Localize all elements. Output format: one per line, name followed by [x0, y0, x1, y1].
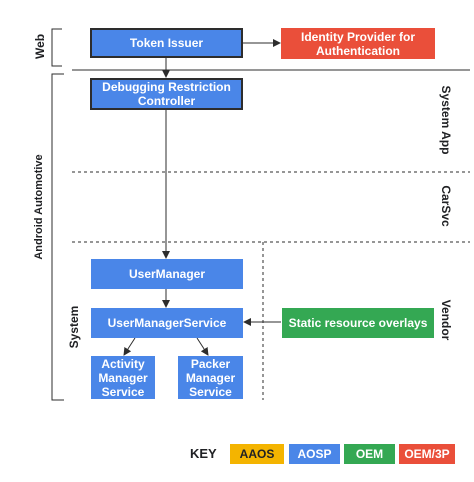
key-item-aosp: AOSP — [289, 444, 340, 464]
static-resource-overlays-box: Static resource overlays — [282, 308, 434, 338]
activity-manager-service-box: Activity Manager Service — [91, 356, 155, 399]
token-issuer-box: Token Issuer — [90, 28, 243, 58]
vendor-label: Vendor — [439, 299, 453, 341]
identity-provider-box: Identity Provider for Authentication — [281, 28, 435, 59]
web-label: Web — [33, 33, 47, 59]
user-manager-service-box: UserManagerService — [91, 308, 243, 338]
arrow-service-to-packer — [196, 337, 209, 356]
android-automotive-label: Android Automotive — [33, 154, 45, 260]
android-automotive-bracket — [51, 73, 64, 401]
web-bracket — [51, 28, 62, 67]
debugging-restriction-controller-box: Debugging Restriction Controller — [90, 78, 243, 110]
system-label: System — [67, 305, 81, 349]
key-item-aaos: AAOS — [230, 444, 284, 464]
key-item-oem: OEM — [344, 444, 395, 464]
carsvc-label: CarSvc — [439, 185, 453, 227]
user-manager-box: UserManager — [91, 259, 243, 289]
arrow-service-to-activity — [123, 337, 136, 356]
key-item-oem3p: OEM/3P — [399, 444, 455, 464]
system-app-label: System App — [439, 85, 453, 155]
key-title: KEY — [190, 446, 217, 461]
packer-manager-service-box: Packer Manager Service — [178, 356, 243, 399]
